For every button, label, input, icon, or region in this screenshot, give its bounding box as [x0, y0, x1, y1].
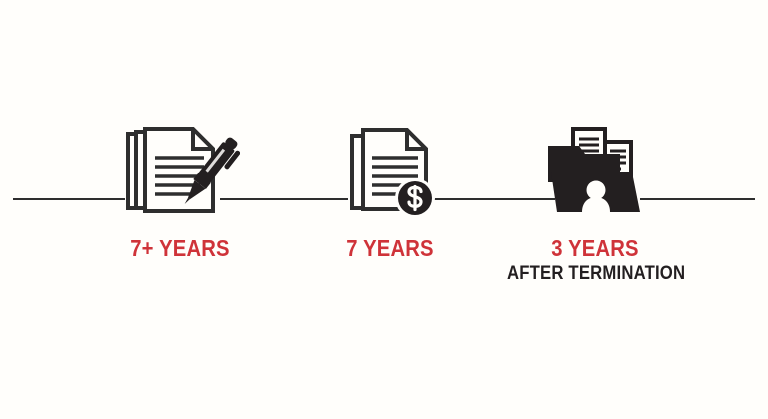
- milestone-2: 7 YEARS: [300, 120, 480, 260]
- milestone-2-label: 7 YEARS: [346, 235, 434, 261]
- timeline-segment-between-1-2: [220, 198, 348, 200]
- milestone-3-sublabel: AFTER TERMINATION: [507, 263, 686, 285]
- timeline-segment-between-2-3: [430, 198, 555, 200]
- documents-with-pen-icon: [92, 120, 268, 220]
- milestone-3-labels: 3 YEARS AFTER TERMINATION: [495, 236, 695, 285]
- document-with-dollar-coin-icon: [300, 120, 480, 220]
- personnel-folder-icon: [495, 120, 695, 220]
- milestone-3-label: 3 YEARS: [551, 235, 639, 261]
- milestone-1: 7+ YEARS: [92, 120, 268, 260]
- milestone-1-labels: 7+ YEARS: [92, 236, 268, 260]
- timeline-segment-right: [640, 198, 755, 200]
- milestone-1-label: 7+ YEARS: [130, 235, 230, 261]
- timeline-segment-left: [13, 198, 125, 200]
- milestone-3: 3 YEARS AFTER TERMINATION: [495, 120, 695, 285]
- milestone-2-labels: 7 YEARS: [300, 236, 480, 260]
